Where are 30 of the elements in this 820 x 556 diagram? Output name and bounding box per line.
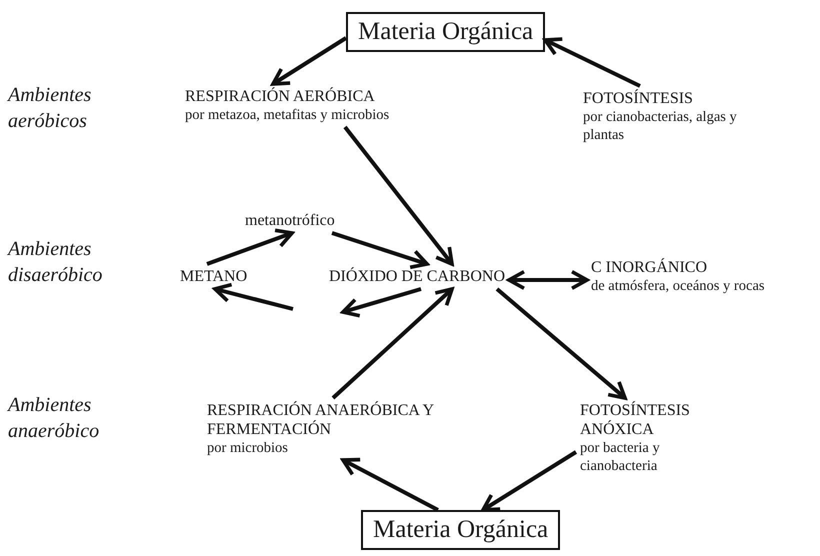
zone-label: Ambientes disaeróbico (8, 237, 104, 288)
process-label: RESPIRACIÓN AERÓBICA (185, 87, 376, 106)
arrow (496, 287, 627, 400)
arrow (507, 270, 589, 290)
process-label: metanotrófico (245, 211, 335, 230)
process-label: DIÓXIDO DE CARBONO (329, 267, 505, 286)
arrow (341, 287, 422, 318)
process-note: por metazoa, metafitas y microbios (185, 106, 390, 124)
arrow (343, 126, 454, 266)
process-label: METANO (180, 267, 248, 286)
process-label: RESPIRACIÓN ANAERÓBICA Y FERMENTACIÓN (207, 401, 435, 439)
arrow (271, 36, 348, 86)
process-note: por cianobacterias, algas y plantas (583, 108, 738, 144)
pool-box: Materia Orgánica (361, 510, 560, 550)
zone-label: Ambientes aeróbicos (8, 83, 92, 134)
process-label: C INORGÁNICO (591, 258, 708, 277)
pool-box: Materia Orgánica (346, 12, 546, 52)
arrow (332, 287, 454, 400)
process-note: de atmósfera, oceános y rocas (591, 277, 766, 295)
arrow (543, 37, 641, 88)
process-note: por bacteria y cianobacteria (580, 439, 661, 475)
process-note: por microbios (207, 439, 289, 457)
process-label: FOTOSÍNTESIS ANÓXICA (580, 401, 691, 439)
arrow (206, 228, 294, 266)
arrow (481, 450, 578, 512)
arrow (331, 231, 429, 270)
process-label: FOTOSÍNTESIS (583, 89, 694, 108)
arrow (213, 282, 294, 311)
zone-label: Ambientes anaeróbico (8, 393, 100, 444)
arrow (341, 458, 439, 512)
